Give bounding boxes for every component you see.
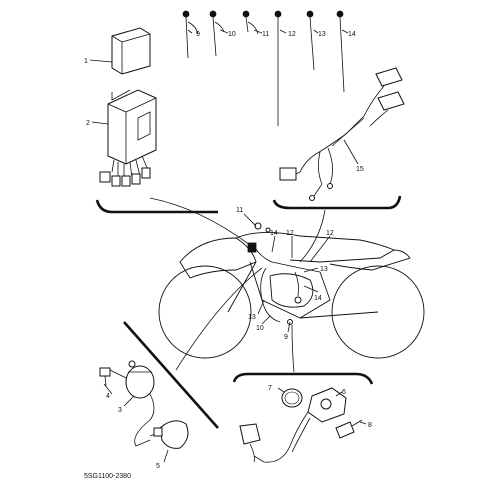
callout-15: 15 bbox=[356, 166, 364, 173]
coil-section-bracket bbox=[123, 321, 219, 429]
frame-lower bbox=[249, 261, 331, 319]
coil-leader-line bbox=[175, 267, 263, 371]
callout-9-top: 9 bbox=[196, 31, 200, 38]
cdi-unit bbox=[111, 27, 151, 75]
sensor-bolt bbox=[335, 419, 363, 439]
pickup-sensor bbox=[253, 387, 347, 463]
callout-14-top: 14 bbox=[348, 31, 356, 38]
callout-6: 6 bbox=[342, 389, 346, 396]
harness-leader-line bbox=[299, 209, 326, 263]
harness-section-bracket bbox=[272, 195, 402, 210]
cable-tie-13 bbox=[306, 10, 315, 71]
callout-9-low: 9 bbox=[284, 334, 288, 341]
callout-2: 2 bbox=[86, 120, 90, 127]
bike-wiring bbox=[247, 222, 321, 325]
callout-10-low: 10 bbox=[256, 325, 264, 332]
callout-10-top: 10 bbox=[228, 31, 236, 38]
cable-tie-12 bbox=[274, 10, 282, 126]
cable-tie-14 bbox=[336, 10, 345, 93]
callout-4: 4 bbox=[106, 393, 110, 400]
callout-13-mid: 13 bbox=[320, 266, 328, 273]
harness-connector-bottom bbox=[279, 167, 297, 181]
wire-harness bbox=[279, 67, 405, 201]
diagram-code: 5SG1100-2380 bbox=[84, 473, 131, 480]
callout-13-low: 13 bbox=[248, 314, 256, 321]
tank-seat bbox=[235, 231, 396, 263]
cdi-rubber-holder bbox=[107, 89, 157, 165]
spark-plug-cap bbox=[149, 420, 189, 449]
rear-fender bbox=[329, 249, 411, 271]
cable-tie-10 bbox=[209, 10, 225, 57]
callout-8: 8 bbox=[368, 422, 372, 429]
clamp-mounted bbox=[254, 222, 262, 230]
sensor-leader-line bbox=[291, 324, 295, 373]
callout-5: 5 bbox=[156, 463, 160, 470]
ignition-coil bbox=[109, 360, 155, 447]
o-ring bbox=[281, 388, 303, 408]
coil-bolt bbox=[99, 367, 111, 387]
callout-11-top: 11 bbox=[262, 31, 269, 38]
cdi-wire-bundle bbox=[99, 155, 151, 187]
sensor-section-bracket bbox=[232, 372, 374, 385]
cdi-section-bracket bbox=[95, 199, 218, 214]
sensor-connector bbox=[239, 423, 261, 463]
front-wheel bbox=[158, 265, 252, 359]
callout-12-mid-a: 12 bbox=[286, 230, 294, 237]
callout-3: 3 bbox=[118, 407, 122, 414]
callout-14-mid: 14 bbox=[270, 230, 278, 237]
callout-14-mid-b: 14 bbox=[314, 295, 322, 302]
front-fork bbox=[227, 261, 257, 313]
callout-7: 7 bbox=[268, 385, 272, 392]
callout-12-mid-b: 12 bbox=[326, 230, 334, 237]
callout-leaders bbox=[89, 29, 367, 463]
cdi-leader-line bbox=[149, 197, 251, 246]
front-fender bbox=[179, 237, 257, 279]
cable-tie-9 bbox=[182, 10, 199, 59]
harness-connector-top bbox=[375, 67, 403, 87]
callout-11-mid: 11 bbox=[236, 207, 243, 214]
callout-12-top: 12 bbox=[288, 31, 296, 38]
rear-wheel bbox=[331, 265, 425, 359]
callout-13-top: 13 bbox=[318, 31, 326, 38]
cdi-unit-mounted bbox=[247, 242, 257, 253]
callout-1: 1 bbox=[84, 58, 88, 65]
motorcycle-outline bbox=[158, 231, 425, 359]
cable-tie-11 bbox=[242, 10, 259, 35]
engine-block bbox=[269, 273, 314, 308]
harness-connector-side bbox=[377, 91, 405, 111]
swingarm bbox=[299, 311, 379, 319]
